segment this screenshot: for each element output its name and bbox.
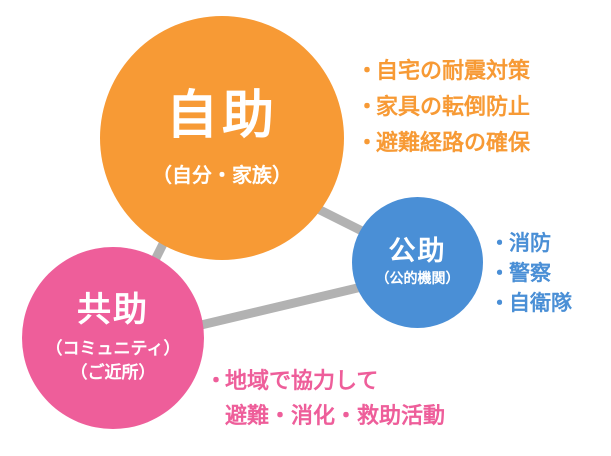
bullet: ・	[205, 369, 228, 394]
list-item: ・消防	[489, 228, 572, 258]
bullet: ・	[356, 95, 379, 120]
jijo-item-label: 避難経路の確保	[376, 131, 531, 156]
kojo-title: 公助	[388, 235, 447, 267]
kyojo-item-label: 避難・消化・救助活動	[225, 404, 446, 429]
kojo-subtitle: （公的機関）	[375, 270, 460, 287]
list-item: ・家具の転倒防止	[356, 90, 530, 126]
list-item: 避難・消化・救助活動	[205, 399, 445, 434]
list-item: ・自衛隊	[489, 288, 572, 318]
jijo-item-label: 家具の転倒防止	[376, 95, 531, 120]
jijo-circle: 自助 （自分・家族）	[100, 16, 344, 260]
list-item: ・自宅の耐震対策	[356, 54, 530, 90]
connector-kyojo-kojo	[178, 280, 372, 335]
kojo-item-label: 消防	[509, 231, 551, 255]
jijo-title: 自助	[165, 85, 278, 146]
kyojo-title: 共助	[77, 290, 149, 331]
kojo-item-label: 警察	[509, 261, 551, 285]
list-item: ・避難経路の確保	[356, 126, 530, 162]
kyojo-subtitle-line1: （コミュニティ）	[45, 339, 181, 360]
bullet: ・	[356, 59, 379, 84]
bullet: ・	[489, 231, 510, 255]
jijo-item-label: 自宅の耐震対策	[376, 59, 531, 84]
bullet: ・	[356, 131, 379, 156]
kyojo-item-label: 地域で協力して	[225, 369, 379, 394]
jijo-item-list: ・自宅の耐震対策 ・家具の転倒防止 ・避難経路の確保	[356, 54, 530, 162]
list-item: ・地域で協力して	[205, 364, 445, 399]
kyojo-subtitle-line2: （ご近所）	[70, 362, 156, 383]
kyojo-circle: 共助 （コミュニティ） （ご近所）	[22, 247, 204, 429]
kojo-circle: 公助 （公的機関）	[352, 197, 483, 328]
bullet: ・	[489, 291, 510, 315]
jijo-subtitle: （自分・家族）	[152, 163, 292, 188]
kyojo-item-list: ・地域で協力して 避難・消化・救助活動	[205, 364, 445, 434]
bullet: ・	[489, 261, 510, 285]
kojo-item-list: ・消防 ・警察 ・自衛隊	[489, 228, 572, 318]
kojo-item-label: 自衛隊	[509, 291, 572, 315]
list-item: ・警察	[489, 258, 572, 288]
